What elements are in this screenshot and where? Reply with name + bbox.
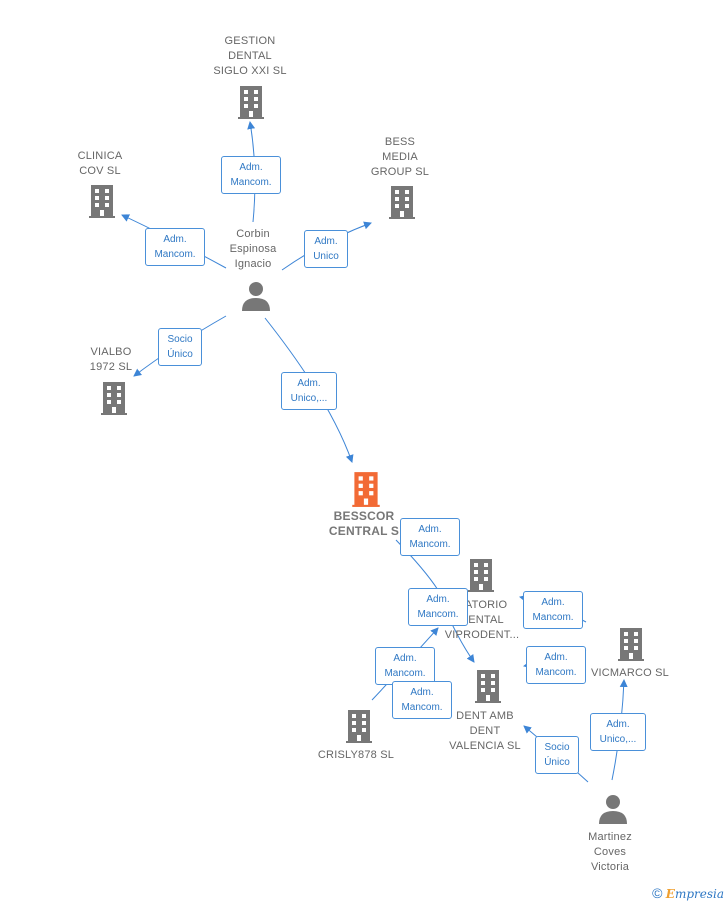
edge-label[interactable]: Adm. Mancom. — [145, 228, 205, 266]
edge-label[interactable]: Adm. Mancom. — [526, 646, 586, 684]
person-icon[interactable] — [597, 793, 629, 825]
node-label-corbin: Corbin Espinosa Ignacio — [229, 228, 277, 270]
brand-initial: E — [665, 887, 675, 901]
node-label-dentamb: DENT AMB DENT VALENCIA SL — [449, 710, 521, 752]
edge-label[interactable]: Adm. Mancom. — [408, 588, 468, 626]
edge-label[interactable]: Adm. Mancom. — [392, 681, 452, 719]
copyright-icon: © — [652, 885, 663, 901]
edge-label[interactable]: Adm. Unico,... — [590, 713, 646, 751]
building-icon[interactable] — [344, 708, 374, 744]
edge-label[interactable]: Adm. Mancom. — [523, 591, 583, 629]
edge-label[interactable]: Socio Único — [158, 328, 202, 366]
building-icon[interactable] — [236, 84, 266, 120]
node-label-vialbo: VIALBO 1972 SL — [89, 346, 133, 373]
building-icon[interactable] — [387, 184, 417, 220]
building-icon[interactable] — [466, 557, 496, 593]
building-icon[interactable] — [473, 668, 503, 704]
node-label-besscor: BESSCOR CENTRAL S — [328, 509, 400, 538]
node-label-bess: BESS MEDIA GROUP SL — [370, 136, 430, 178]
edge-label[interactable]: Adm. Unico — [304, 230, 348, 268]
building-icon[interactable] — [87, 183, 117, 219]
node-label-clinica: CLINICA COV SL — [77, 150, 123, 177]
node-label-vicmarco: VICMARCO SL — [591, 667, 669, 679]
brand-name: mpresia — [674, 887, 724, 901]
node-label-crisly: CRISLY878 SL — [317, 749, 395, 761]
building-icon[interactable] — [99, 380, 129, 416]
edge-label[interactable]: Adm. Mancom. — [375, 647, 435, 685]
building-icon[interactable] — [616, 626, 646, 662]
person-icon[interactable] — [240, 280, 272, 312]
empresia-watermark[interactable]: © Empresia — [652, 885, 724, 901]
node-label-martinez: Martinez Coves Victoria — [588, 831, 632, 873]
main-company-building-icon[interactable] — [350, 470, 382, 508]
edge-label[interactable]: Adm. Unico,... — [281, 372, 337, 410]
edge-label[interactable]: Socio Único — [535, 736, 579, 774]
edge-label[interactable]: Adm. Mancom. — [400, 518, 460, 556]
node-label-gestion: GESTION DENTAL SIGLO XXI SL — [213, 35, 287, 77]
node-label-laboratorio: RATORIO DENTAL VIPRODENT... — [444, 599, 520, 641]
edge-label[interactable]: Adm. Mancom. — [221, 156, 281, 194]
